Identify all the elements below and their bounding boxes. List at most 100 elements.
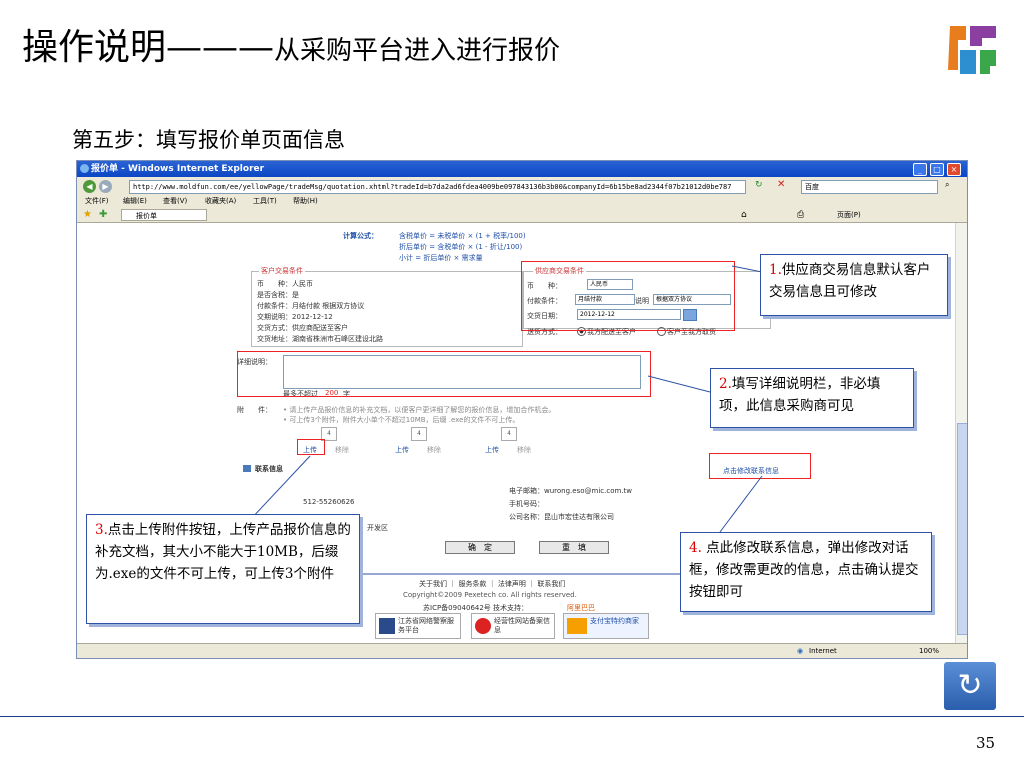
reset-button[interactable]: 重 填 xyxy=(539,541,609,554)
remove-button-3[interactable]: 移除 xyxy=(517,446,531,454)
forward-icon[interactable]: ▶ xyxy=(99,180,112,193)
footer-divider xyxy=(0,716,1024,717)
icp-support[interactable]: 阿里巴巴 xyxy=(567,604,595,612)
remove-button-1[interactable]: 移除 xyxy=(335,446,349,454)
print-icon[interactable]: ⎙ xyxy=(797,210,805,220)
menu-file[interactable]: 文件(F) xyxy=(85,197,109,205)
radio-deliver[interactable] xyxy=(577,327,586,336)
radio-pickup[interactable] xyxy=(657,327,666,336)
return-button[interactable]: ↻ xyxy=(944,662,996,710)
customer-row: 交货地址：湖南省株洲市石峰区建设北路 xyxy=(257,335,383,343)
upload-button-1[interactable]: 上传 xyxy=(303,446,317,454)
callout-1: 1.供应商交易信息默认客户交易信息且可修改 xyxy=(760,254,948,316)
detail-limit-suffix: 字 xyxy=(343,390,350,398)
customer-row: 付款条件：月结付款 根据双方协议 xyxy=(257,302,365,310)
formula-label: 计算公式： xyxy=(343,232,378,240)
attach-note-2: • 可上传3个附件，附件大小单个不超过10MB，后缀 .exe的文件不可上传。 xyxy=(283,416,520,424)
calendar-icon[interactable] xyxy=(683,309,697,321)
detail-label: 详细说明： xyxy=(237,358,272,366)
status-bar: ◉ Internet 100% xyxy=(77,643,967,658)
tab-quotation[interactable]: 报价单 xyxy=(121,209,207,221)
payment-label: 付款条件： xyxy=(527,297,562,305)
email-field: 电子邮箱：wurong.eso@mic.com.tw xyxy=(509,487,632,495)
callout-2-number: 2. xyxy=(719,376,732,392)
payment-note-label: 说明 xyxy=(635,297,649,305)
ie-icon xyxy=(80,164,89,173)
menu-favorites[interactable]: 收藏夹(A) xyxy=(205,197,237,205)
alipay-badge[interactable]: 支付宝特约商家 xyxy=(563,613,649,639)
home-icon[interactable]: ⌂ xyxy=(741,210,747,220)
window-titlebar: 报价单 - Windows Internet Explorer _ □ × xyxy=(77,161,967,177)
title-main: 操作说明——— xyxy=(22,27,275,68)
payment-select[interactable]: 月结付款 xyxy=(575,294,635,305)
menu-view[interactable]: 查看(V) xyxy=(163,197,188,205)
customer-terms-title: 客户交易条件 xyxy=(259,266,305,276)
scrollbar-thumb[interactable] xyxy=(957,423,967,635)
page-number: 35 xyxy=(976,734,996,752)
highlight-supplier-terms xyxy=(521,261,735,331)
minimize-button[interactable]: _ xyxy=(913,163,927,176)
status-zone: Internet xyxy=(809,647,837,655)
favorites-bar: ★ ✚ 报价单 ⌂ ⎙ 页面(P) xyxy=(77,208,967,223)
phone-partial: 512-55260626 xyxy=(303,498,355,506)
customer-row: 交货方式：供应商配送至客户 xyxy=(257,324,348,332)
supplier-terms-title: 供应商交易条件 xyxy=(533,266,586,276)
delivery-date-label: 交货日期： xyxy=(527,312,562,320)
confirm-button[interactable]: 确 定 xyxy=(445,541,515,554)
delivery-mode-label: 送货方式： xyxy=(527,328,562,336)
attach-slot-1: 4 xyxy=(321,427,337,441)
seal-icon xyxy=(475,618,491,634)
callout-2: 2.填写详细说明栏，非必填项，此信息采购商可见 xyxy=(710,368,914,428)
customer-row: 是否含税：是 xyxy=(257,291,299,299)
close-button[interactable]: × xyxy=(947,163,961,176)
delivery-mode-option-2: 客户至我方取货 xyxy=(667,328,716,336)
title-sub: 从采购平台进入进行报价 xyxy=(274,36,561,66)
highlight-detail xyxy=(237,351,651,397)
add-favorite-icon[interactable]: ✚ xyxy=(99,209,108,220)
back-icon[interactable]: ◀ xyxy=(83,180,96,193)
formula-line-3: 小计 = 折后单价 × 需求量 xyxy=(399,254,483,262)
remove-button-2[interactable]: 移除 xyxy=(427,446,441,454)
star-icon[interactable]: ★ xyxy=(83,209,92,220)
customer-row: 币 种：人民币 xyxy=(257,280,313,288)
detail-limit-prefix: 最多不超过 xyxy=(283,390,318,398)
callout-1-text: 供应商交易信息默认客户交易信息且可修改 xyxy=(769,262,931,300)
attach-note-1: • 请上传产品报价信息的补充文档，以便客户更详细了解您的报价信息，增加合作机会。 xyxy=(283,406,556,414)
window-title: 报价单 - Windows Internet Explorer xyxy=(91,164,265,174)
address-input[interactable]: http://www.moldfun.com/ee/yellowPage/tra… xyxy=(129,180,746,194)
delivery-date-input[interactable]: 2012-12-12 xyxy=(577,309,681,320)
currency-select[interactable]: 人民币 xyxy=(587,279,633,290)
attach-slot-2: 4 xyxy=(411,427,427,441)
menu-bar: 文件(F) 编辑(E) 查看(V) 收藏夹(A) 工具(T) 帮助(H) xyxy=(77,195,967,208)
menu-help[interactable]: 帮助(H) xyxy=(293,197,318,205)
menu-edit[interactable]: 编辑(E) xyxy=(123,197,147,205)
customer-row: 交期说明：2012-12-12 xyxy=(257,313,333,321)
upload-button-2[interactable]: 上传 xyxy=(395,446,409,454)
edit-contact-link[interactable]: 点击修改联系信息 xyxy=(723,467,779,475)
payment-note-input[interactable]: 根据双方协议 xyxy=(653,294,731,305)
icp-badge[interactable]: 经营性网站备案信息 xyxy=(471,613,555,639)
menu-tools[interactable]: 工具(T) xyxy=(253,197,277,205)
stop-icon[interactable]: ✕ xyxy=(777,179,786,190)
callout-1-number: 1. xyxy=(769,262,782,278)
attach-slot-3: 4 xyxy=(501,427,517,441)
contact-icon xyxy=(243,465,251,472)
police-badge-text: 江苏省网络警察服务平台 xyxy=(398,617,454,634)
attach-label: 附 件： xyxy=(237,406,272,414)
police-badge[interactable]: 江苏省网络警察服务平台 xyxy=(375,613,461,639)
search-input[interactable]: 百度 xyxy=(801,180,938,194)
brand-logo-icon xyxy=(948,26,996,74)
callout-3-text: 点击上传附件按钮，上传产品报价信息的补充文档，其大小不能大于10MB，后缀为.e… xyxy=(95,522,351,582)
footer-links[interactable]: 关于我们 ｜ 服务条款 ｜ 法律声明 ｜ 联系我们 xyxy=(419,580,566,588)
callout-3-number: 3. xyxy=(95,522,108,538)
search-icon[interactable]: ⌕ xyxy=(945,180,950,189)
page-menu[interactable]: 页面(P) xyxy=(837,211,861,219)
refresh-icon[interactable]: ↻ xyxy=(755,180,763,190)
detail-textarea[interactable] xyxy=(283,355,641,389)
status-zoom[interactable]: 100% xyxy=(919,647,940,655)
company-field: 公司名称：昆山市宏佳达有限公司 xyxy=(509,513,614,521)
upload-button-3[interactable]: 上传 xyxy=(485,446,499,454)
vertical-scrollbar[interactable] xyxy=(955,223,967,643)
alipay-badge-text: 支付宝特约商家 xyxy=(590,617,639,625)
maximize-button[interactable]: □ xyxy=(930,163,944,176)
